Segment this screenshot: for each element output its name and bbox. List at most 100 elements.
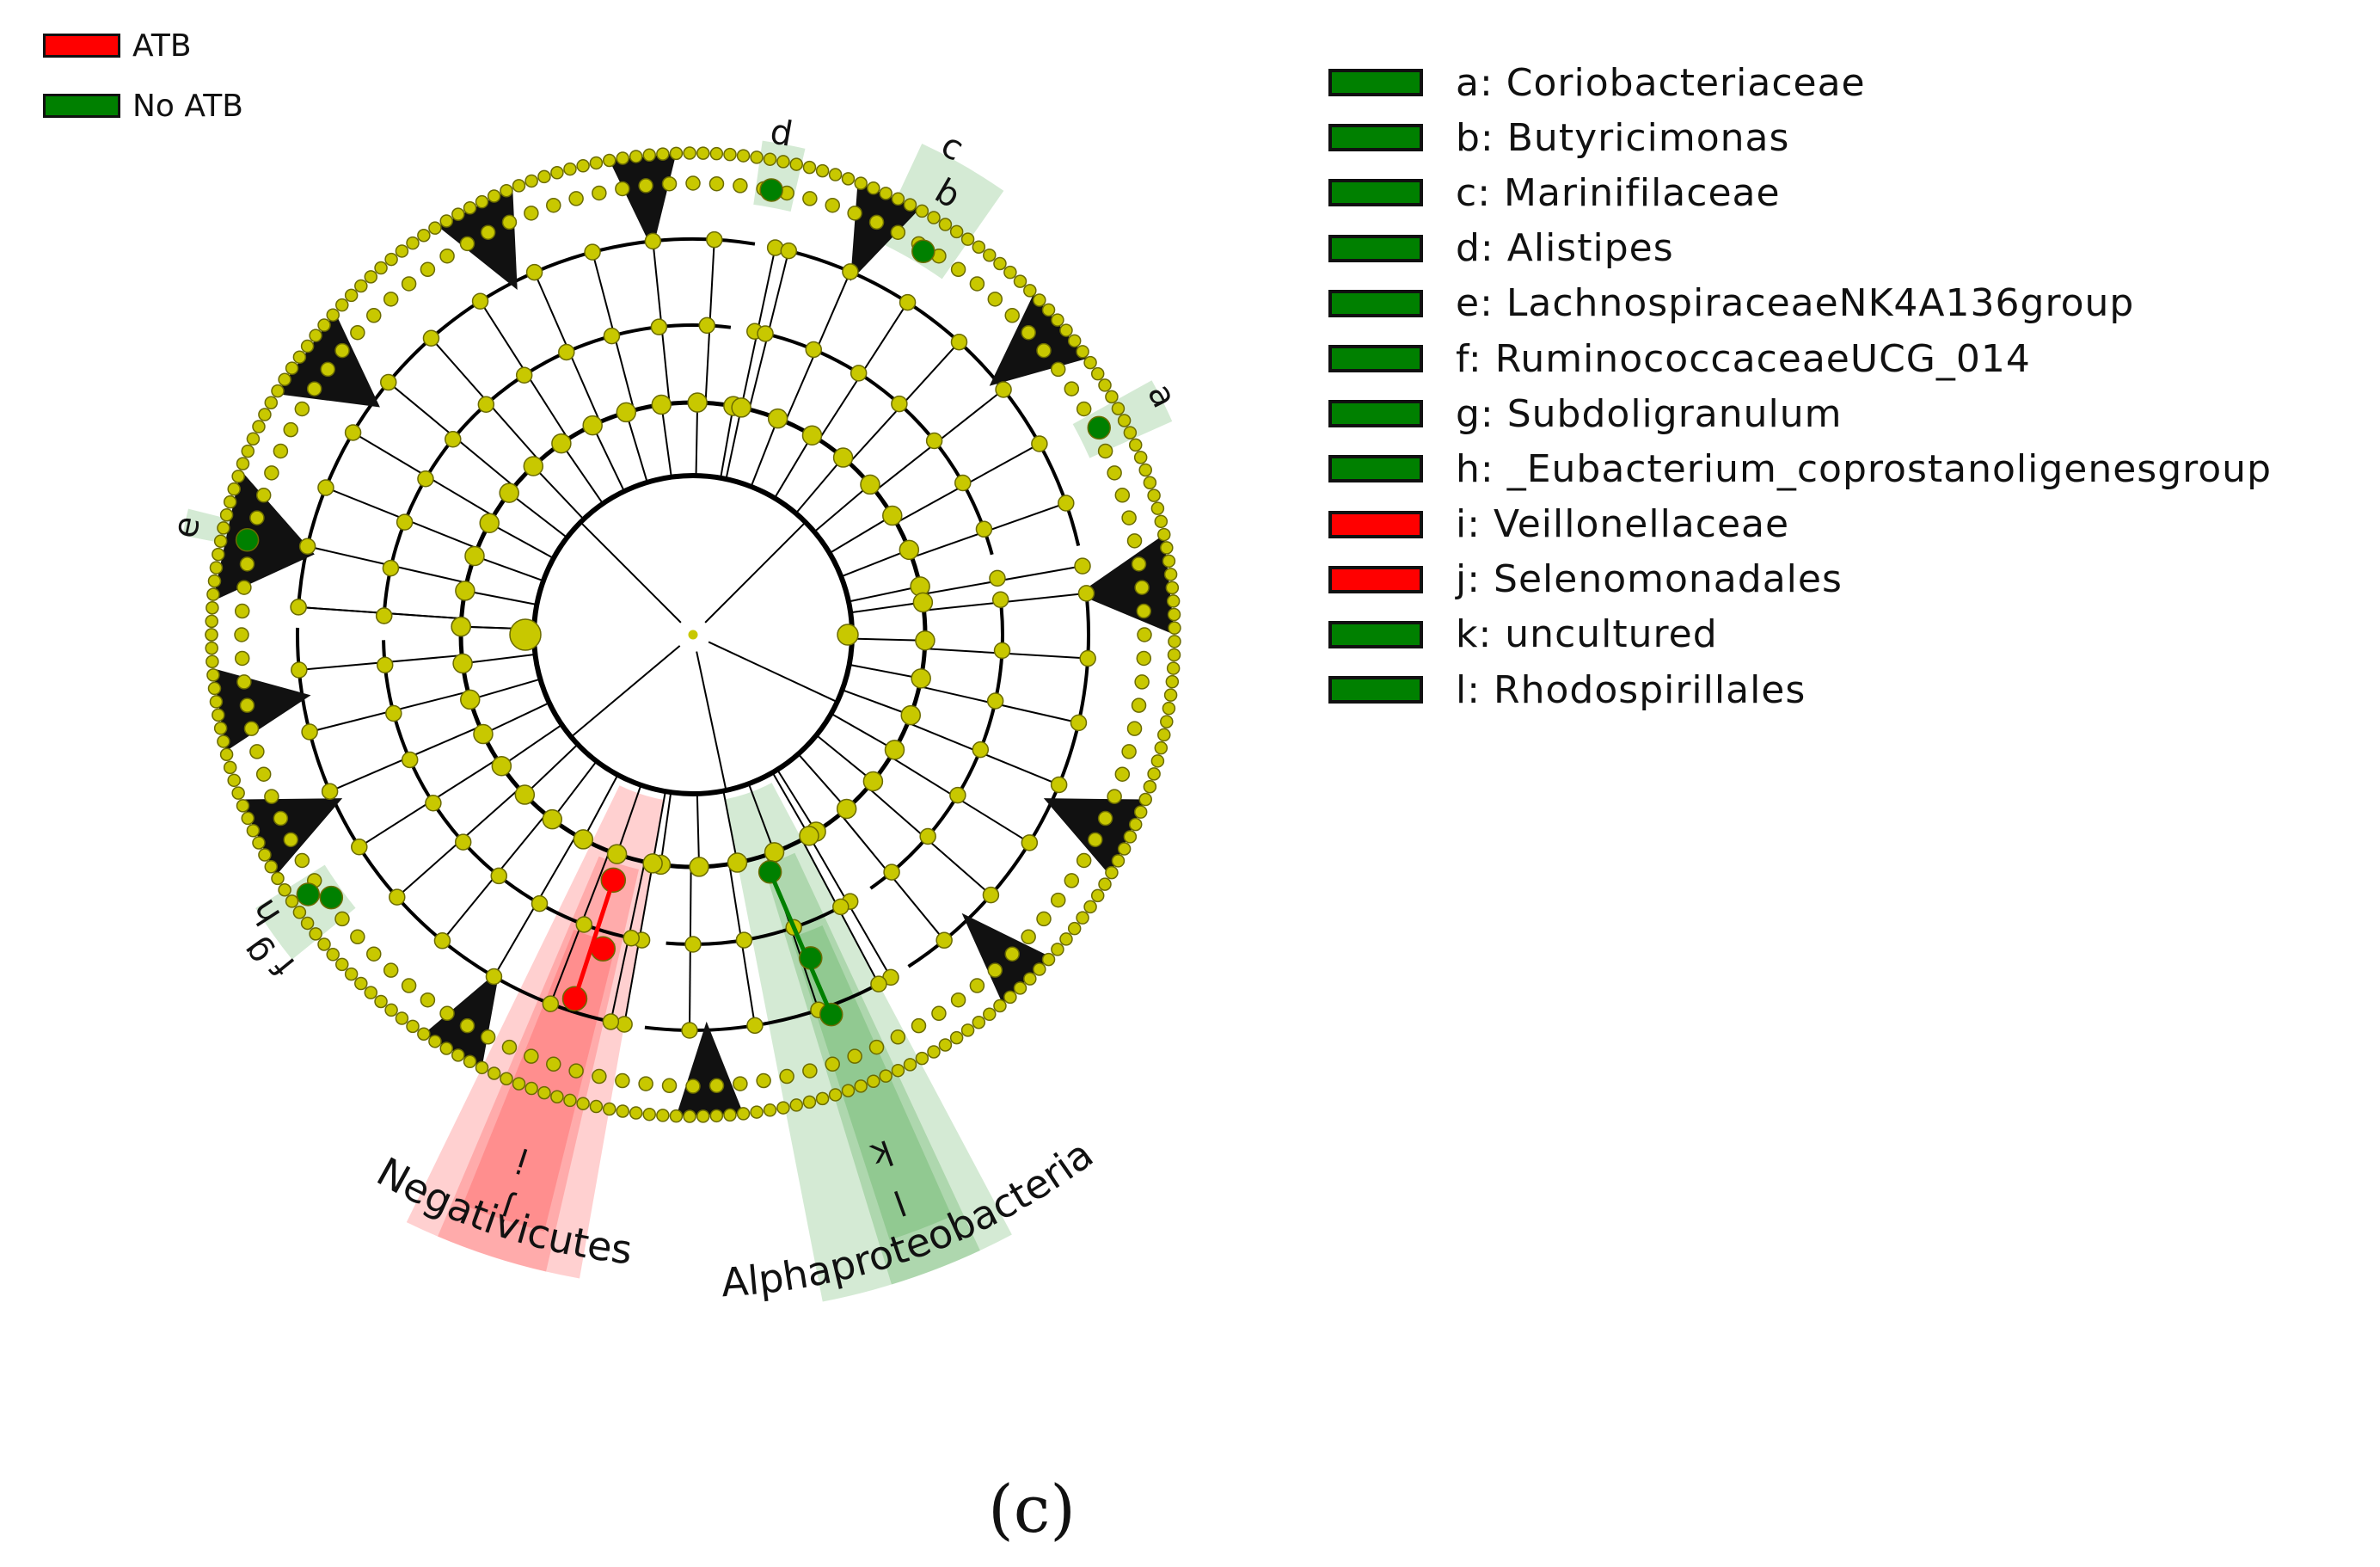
- taxa-legend-item: a: Coriobacteriaceae: [1328, 55, 2272, 110]
- class-node: [731, 397, 751, 418]
- leaf-node: [1154, 514, 1169, 529]
- order-node: [575, 916, 593, 933]
- leaf-node: [271, 384, 285, 398]
- leaf-node: [236, 457, 250, 470]
- genus-node: [1004, 946, 1020, 962]
- taxon-swatch: [1328, 124, 1423, 152]
- leaf-node: [763, 1103, 777, 1117]
- leaf-node: [1147, 767, 1161, 781]
- leaf-node: [1162, 554, 1176, 568]
- leaf-node: [750, 1105, 764, 1119]
- leaf-node: [629, 1106, 643, 1120]
- class-node: [542, 808, 563, 830]
- leaf-node: [1013, 274, 1027, 288]
- leaf-fan: [212, 470, 315, 601]
- order-node: [698, 316, 716, 335]
- leaf-node: [292, 350, 307, 364]
- leaf-node: [335, 298, 349, 312]
- leaf-node: [1150, 501, 1165, 515]
- leaf-node: [1138, 792, 1152, 807]
- leaf-fan: [850, 181, 919, 281]
- order-node: [925, 432, 943, 450]
- class-node: [551, 433, 572, 454]
- leaf-node: [326, 948, 340, 962]
- leaf-node: [344, 967, 359, 981]
- no-atb-marked-node: [1087, 415, 1111, 440]
- no-atb-branch: [768, 870, 834, 1016]
- leaf-node: [1138, 463, 1152, 477]
- taxa-legend-item: j: Selenomonadales: [1328, 552, 2272, 607]
- leaf-node: [1067, 921, 1082, 936]
- no-atb-swatch: [43, 94, 120, 118]
- genus-node: [1004, 308, 1020, 323]
- atb-branch: [573, 879, 616, 999]
- leaf-node: [326, 308, 340, 322]
- genus-node: [480, 224, 496, 240]
- genus-node: [950, 261, 966, 278]
- leaf-node: [231, 470, 245, 483]
- family-node: [644, 232, 662, 250]
- genus-node: [868, 1039, 885, 1055]
- genus-node: [501, 214, 518, 230]
- leaf-node: [205, 600, 219, 615]
- leaf-node: [854, 176, 868, 190]
- order-node: [986, 692, 1004, 710]
- class-arc: [458, 626, 653, 866]
- order-node: [376, 656, 394, 673]
- group-legend: ATB No ATB: [43, 15, 243, 136]
- order-node: [515, 366, 533, 384]
- family-arc: [296, 627, 618, 1025]
- no-atb-marked-node: [296, 882, 321, 906]
- leaf-node: [374, 994, 388, 1009]
- leaf-node: [983, 248, 997, 262]
- clade-letter-c: c: [935, 126, 970, 169]
- leaf-node: [789, 157, 804, 171]
- leaf-node: [960, 1023, 975, 1037]
- leaf-node: [428, 221, 442, 235]
- order-node: [883, 863, 900, 881]
- class-node: [801, 425, 823, 446]
- leaf-node: [776, 1101, 790, 1115]
- class-branch: [794, 457, 844, 514]
- order-node: [445, 431, 462, 448]
- taxa-legend-item: f: RuminococcaceaeUCG_014: [1328, 331, 2272, 386]
- leaf-node: [264, 396, 279, 409]
- class-branch: [616, 784, 642, 855]
- genus-node: [756, 1072, 771, 1089]
- genus-node: [294, 401, 310, 417]
- leaf-node: [285, 894, 299, 908]
- family-node: [706, 230, 723, 249]
- leaf-node: [364, 270, 378, 284]
- family-node: [422, 329, 440, 347]
- phylum-branch: [704, 521, 807, 624]
- order-node: [623, 930, 640, 947]
- genus-node: [401, 276, 417, 292]
- taxon-swatch: [1328, 400, 1423, 428]
- leaf-node: [1168, 635, 1181, 648]
- leaf-node: [439, 1042, 454, 1055]
- family-arc: [296, 237, 756, 615]
- leaf-node: [1111, 402, 1126, 415]
- leaf-node: [1162, 701, 1176, 716]
- family-node: [351, 839, 368, 856]
- family-node: [1074, 557, 1091, 575]
- genus-node: [1137, 627, 1152, 642]
- taxon-label: c: Marinifilaceae: [1456, 170, 1781, 215]
- genus-node: [255, 766, 272, 782]
- genus-node: [236, 580, 252, 595]
- genus-node: [480, 1029, 496, 1045]
- leaf-node: [616, 151, 629, 165]
- class-branch: [469, 678, 541, 701]
- class-branch: [720, 405, 734, 478]
- taxon-label: b: Butyricimonas: [1456, 115, 1790, 160]
- genus-node: [439, 248, 455, 264]
- class-node: [687, 392, 708, 413]
- order-node: [972, 740, 990, 759]
- order-node: [954, 474, 972, 492]
- class-branch: [840, 549, 910, 578]
- leaf-node: [512, 179, 526, 193]
- leaf-node: [802, 1095, 817, 1109]
- taxon-swatch: [1328, 620, 1423, 648]
- leaf-node: [563, 1093, 577, 1108]
- leaf-node: [563, 162, 577, 176]
